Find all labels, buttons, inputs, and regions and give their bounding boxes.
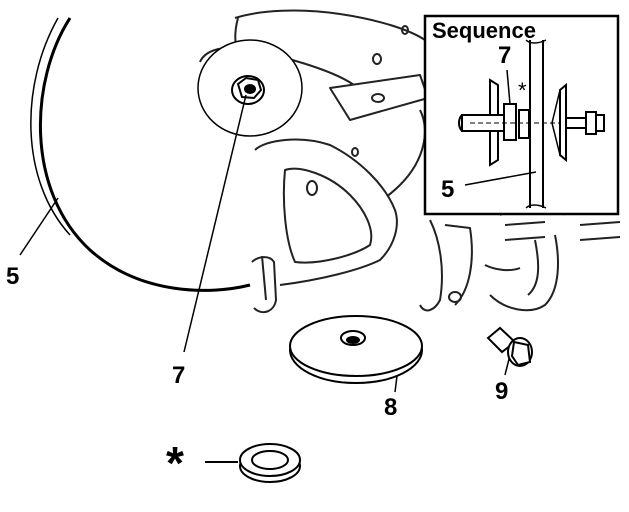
washer (289, 315, 423, 384)
callout-blade: 5 (6, 263, 20, 290)
inset-title: Sequence (432, 18, 536, 43)
blade-nut (197, 39, 303, 137)
callout-blade-nut: 7 (172, 362, 186, 389)
callout-washer: 8 (384, 394, 398, 421)
bolt (486, 326, 533, 367)
inset-label-5: 5 (441, 176, 455, 203)
deck-housing (199, 9, 621, 314)
sequence-inset (423, 14, 620, 216)
inset-spacer-marker: * (518, 78, 527, 103)
spacer-ring (205, 443, 301, 483)
inset-label-7: 7 (498, 42, 512, 69)
legend-spacer-marker: * (166, 437, 184, 489)
callout-bolt: 9 (495, 378, 509, 405)
blade (30, 17, 251, 292)
